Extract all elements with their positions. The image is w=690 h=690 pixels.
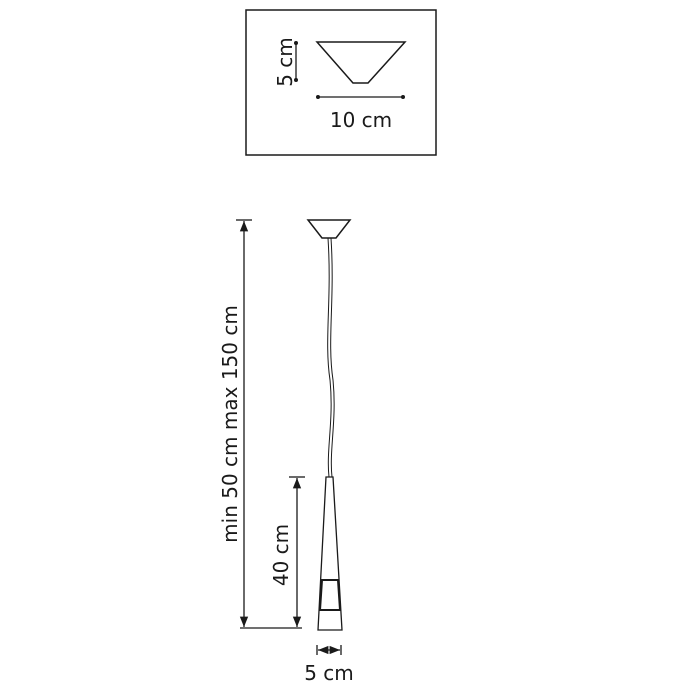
pendant-lamp [306, 219, 352, 631]
body-height-dimension [289, 476, 305, 627]
canopy-detail-box: 5 cm 10 cm [245, 9, 437, 156]
suspension-dimension [236, 219, 302, 629]
canopy-height-dimension [294, 41, 298, 82]
body-width-label: 5 cm [304, 661, 354, 685]
lamp-body [317, 476, 343, 631]
canopy-width-label: 10 cm [330, 108, 392, 132]
suspension-length-label: min 50 cm max 150 cm [218, 305, 242, 543]
body-width-dimension [316, 645, 342, 655]
canopy-shape [315, 41, 407, 84]
canopy-width-dimension [316, 95, 405, 99]
ceiling-canopy [306, 219, 352, 239]
suspension-cable [327, 237, 335, 478]
lamp-band [318, 579, 342, 611]
body-height-label: 40 cm [269, 524, 293, 586]
canopy-height-label: 5 cm [273, 37, 297, 87]
